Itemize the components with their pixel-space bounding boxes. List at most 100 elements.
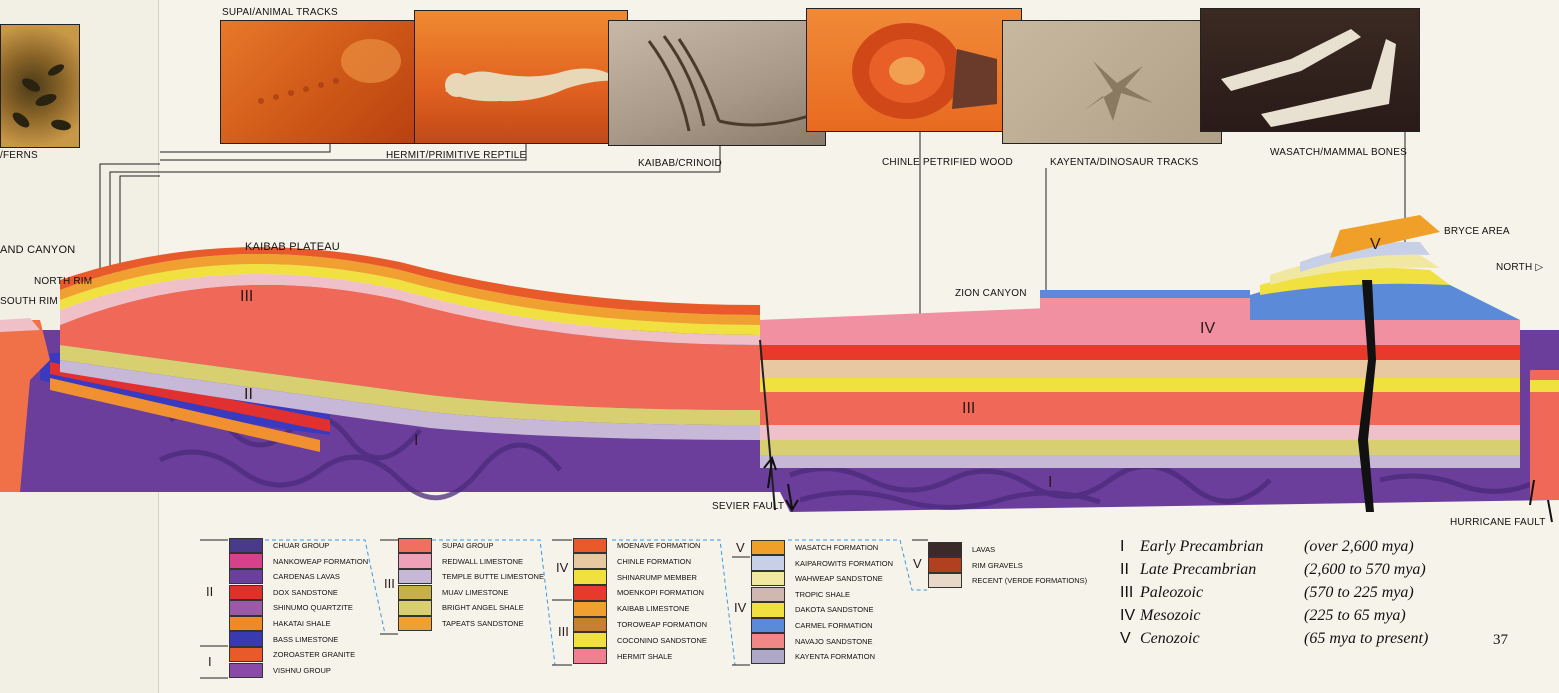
legend-label: KAIPAROWITS FORMATION — [795, 558, 894, 568]
legend-swatch — [229, 568, 263, 585]
crinoid-icon — [647, 35, 810, 132]
legend-row: MUAV LIMESTONE — [398, 584, 509, 601]
fern-fossil-photo — [0, 24, 80, 148]
legend-row: REDWALL LIMESTONE — [398, 553, 523, 569]
fossil-label-hermit: HERMIT/PRIMITIVE REPTILE — [386, 150, 527, 161]
hurricane-fault-label: HURRICANE FAULT — [1450, 517, 1546, 528]
legend-swatch — [751, 602, 785, 618]
legend-swatch — [398, 600, 432, 616]
legend-swatch — [229, 537, 263, 554]
legend-row: SUPAI GROUP — [398, 537, 494, 554]
legend-row: NAVAJO SANDSTONE — [751, 633, 873, 649]
legend-label: WAHWEAP SANDSTONE — [795, 574, 883, 584]
legend-label: CARMEL FORMATION — [795, 621, 873, 630]
legend-row: KAYENTA FORMATION — [751, 648, 876, 665]
petrified-wood-photo — [806, 8, 1022, 132]
legend-swatch — [928, 541, 962, 558]
legend-label: TROPIC SHALE — [795, 589, 851, 599]
crinoid-photo — [608, 20, 826, 146]
mammal-bone-photo — [1200, 8, 1420, 132]
kaibab-plateau-label: KAIBAB PLATEAU — [245, 241, 340, 253]
south-rim-label: SOUTH RIM — [0, 296, 58, 307]
zion-canyon-label: ZION CANYON — [955, 288, 1027, 299]
legend-row: MOENAVE FORMATION — [573, 537, 701, 554]
volcanic-dike — [1358, 280, 1376, 512]
fossil-label-kaibab: KAIBAB/CRINOID — [638, 158, 722, 169]
legend-label: MOENAVE FORMATION — [617, 541, 701, 550]
legend-swatch — [573, 569, 607, 585]
legend-row: CARDENAS LAVAS — [229, 568, 340, 585]
era-numeral: III — [1120, 584, 1134, 601]
era-numeral: IV — [1120, 607, 1136, 624]
legend-swatch — [229, 646, 263, 663]
legend-swatch — [928, 557, 962, 573]
legend-swatch — [573, 632, 607, 649]
dinosaur-track-icon — [1083, 61, 1153, 121]
legend-label: DAKOTA SANDSTONE — [795, 605, 874, 615]
legend4-numeral-iv: IV — [734, 600, 747, 615]
legend-swatch — [573, 537, 607, 554]
legend2-numeral-iii: III — [384, 576, 395, 591]
legend-row: HAKATAI SHALE — [229, 615, 331, 632]
legend-swatch — [573, 648, 607, 664]
legend-row: CHUAR GROUP — [229, 537, 329, 554]
legend-label: BASS LIMESTONE — [273, 634, 339, 644]
section-numeral-mesozoic: IV — [1200, 320, 1216, 337]
section-numeral-paleozoic-left: III — [240, 288, 254, 305]
legend-label: MUAV LIMESTONE — [442, 587, 509, 597]
legend-label: DOX SANDSTONE — [273, 587, 338, 597]
legend-swatch — [751, 617, 785, 634]
reptile-photo — [414, 10, 628, 144]
section-numeral-cenozoic: V — [1370, 236, 1381, 253]
legend-label: CHINLE FORMATION — [617, 556, 692, 566]
era-range: (570 to 225 mya) — [1304, 584, 1414, 601]
legend-row: HERMIT SHALE — [573, 648, 672, 664]
legend-row: SHINUMO QUARTZITE — [229, 600, 353, 616]
legend-swatch — [573, 616, 607, 633]
legend-label: MOENKOPI FORMATION — [617, 588, 704, 598]
paleozoic-red-band — [60, 284, 760, 410]
fossil-label-wasatch: WASATCH/MAMMAL BONES — [1270, 147, 1407, 158]
legend-label: COCONINO SANDSTONE — [617, 635, 707, 645]
legend-label: SHINUMO QUARTZITE — [273, 603, 353, 613]
legend-label: REDWALL LIMESTONE — [442, 556, 523, 566]
legend-label: TOROWEAP FORMATION — [617, 620, 708, 629]
legend-row: COCONINO SANDSTONE — [573, 632, 707, 649]
legend-label: VISHNU GROUP — [273, 665, 331, 675]
sevier-fault-line — [759, 339, 776, 511]
legend-swatch — [751, 648, 785, 665]
legend-row: TEMPLE BUTTE LIMESTONE — [398, 568, 544, 585]
legend-label: NAVAJO SANDSTONE — [795, 636, 873, 646]
era-range: (2,600 to 570 mya) — [1304, 561, 1426, 578]
north-rim-label: NORTH RIM — [34, 276, 93, 287]
legend-row: VISHNU GROUP — [229, 662, 331, 679]
legend-row: TOROWEAP FORMATION — [573, 616, 708, 633]
legend-label: HAKATAI SHALE — [273, 619, 331, 628]
legend-row: ZOROASTER GRANITE — [229, 646, 355, 663]
legend5-numeral-v: V — [913, 556, 922, 571]
legend1-numeral-i: I — [208, 654, 212, 669]
page-number: 37 — [1493, 632, 1508, 648]
legend-label: RIM GRAVELS — [972, 560, 1023, 570]
legend-row: CARMEL FORMATION — [751, 617, 873, 634]
legend-swatch — [751, 555, 785, 571]
legend-row: BASS LIMESTONE — [229, 631, 339, 647]
mammal-bone-icon — [1221, 29, 1396, 127]
legend-label: SUPAI GROUP — [442, 541, 494, 550]
legend-label: NANKOWEAP FORMATION — [273, 556, 369, 566]
era-numeral: V — [1120, 630, 1131, 647]
era-numeral: I — [1120, 538, 1125, 555]
legend-swatch — [751, 539, 785, 556]
legend-swatch — [229, 553, 263, 569]
legend-label: CARDENAS LAVAS — [273, 572, 340, 582]
legend4-numeral-v: V — [736, 540, 745, 555]
legend-row: KAIBAB LIMESTONE — [573, 600, 689, 617]
legend-swatch — [229, 584, 263, 601]
section-numeral-early-precambrian-right: I — [1048, 474, 1053, 491]
legend-row: LAVAS — [928, 541, 995, 558]
fern-fossil-icon — [12, 64, 71, 131]
legend-label: KAYENTA FORMATION — [795, 652, 876, 662]
legend-row: NANKOWEAP FORMATION — [229, 553, 369, 569]
legend-row: RIM GRAVELS — [928, 557, 1023, 573]
